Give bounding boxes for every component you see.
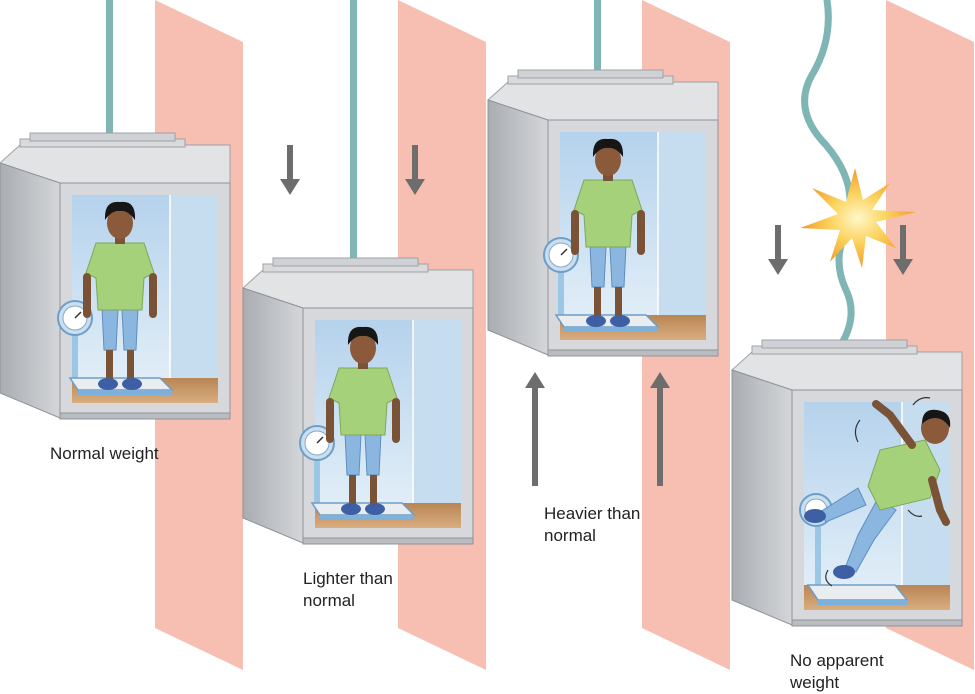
caption-no-apparent-weight: No apparent weight (790, 650, 884, 694)
snapped-rope-upper (801, 0, 854, 229)
rope (106, 0, 113, 138)
shoe (833, 565, 855, 579)
motion-arrow-up-icon (525, 372, 545, 486)
rope (350, 0, 357, 263)
snap-spark-icon (800, 168, 916, 268)
motion-arrow-down-icon (768, 225, 788, 275)
floating-person (804, 397, 951, 587)
caption-line: Heavier than (544, 504, 641, 523)
caption-line: Lighter than (303, 569, 393, 588)
panel-normal-weight (0, 0, 243, 670)
panel-lighter-than-normal (242, 0, 486, 670)
motion-arrow-down-icon (280, 145, 300, 195)
rope (594, 0, 601, 75)
caption-heavier-than-normal: Heavier than normal (544, 503, 640, 547)
panel-heavier-than-normal (487, 0, 730, 670)
panel-no-apparent-weight (731, 0, 974, 670)
shoe (804, 509, 826, 523)
caption-normal-weight: Normal weight (50, 443, 159, 465)
caption-lighter-than-normal: Lighter than normal (303, 568, 393, 612)
caption-line: No apparent (790, 651, 884, 670)
caption-line: normal (303, 591, 355, 610)
caption-line: Normal weight (50, 444, 159, 463)
caption-line: normal (544, 526, 596, 545)
caption-line: weight (790, 673, 840, 692)
